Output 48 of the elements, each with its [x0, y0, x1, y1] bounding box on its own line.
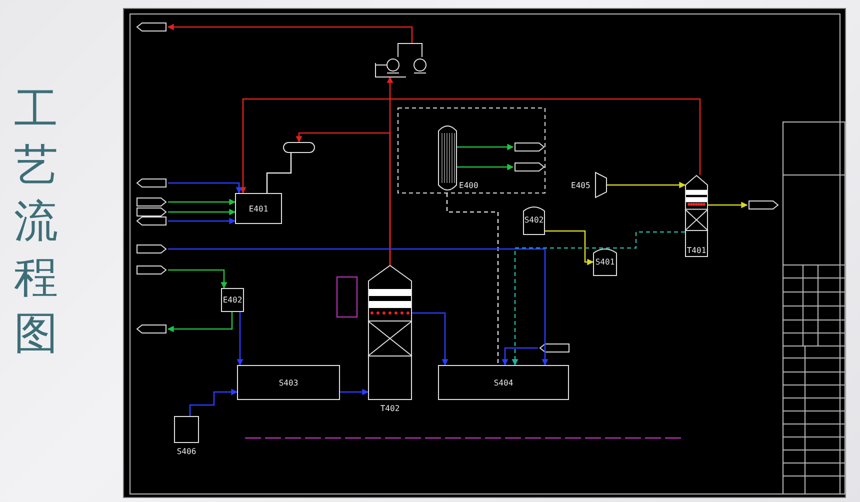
heat-exchanger [438, 123, 481, 193]
equipment-label: T402 [380, 404, 400, 413]
pipeline [236, 312, 244, 366]
pipeline [457, 164, 514, 170]
equipment-label: S404 [494, 378, 514, 387]
tank [438, 365, 569, 400]
pipeline [168, 248, 548, 366]
pipeline [708, 202, 748, 208]
pipeline [340, 388, 369, 396]
pipeline [266, 153, 292, 193]
pipeline [446, 193, 499, 365]
equipment-label: S403 [278, 378, 298, 387]
drum [283, 142, 315, 153]
tank [237, 365, 340, 400]
pipeline [296, 132, 391, 265]
equipment-label: S401 [595, 257, 615, 266]
pipeline [168, 182, 242, 194]
column [368, 265, 412, 414]
pipeline [457, 144, 514, 150]
equipment-label: T401 [686, 246, 706, 255]
column [685, 175, 708, 257]
vessel [523, 205, 545, 235]
equipment-label: E400 [459, 181, 478, 190]
pipeline [502, 347, 538, 366]
vessel [593, 247, 617, 276]
equipment-label: E405 [571, 181, 590, 190]
equipment-box [235, 193, 282, 224]
pipeline [168, 208, 236, 216]
pipeline [189, 388, 238, 416]
pipeline [240, 98, 701, 194]
plate-heat-exchanger [221, 288, 244, 312]
tank [174, 416, 199, 457]
equipment-label: E401 [248, 204, 268, 213]
equipment-label: S406 [176, 447, 196, 456]
pipeline [167, 312, 233, 332]
equipment-label: S402 [524, 216, 544, 224]
pipeline [412, 312, 448, 366]
pipeline [607, 182, 686, 188]
pipeline [512, 231, 685, 366]
pipeline [545, 230, 594, 266]
pipeline [167, 24, 413, 43]
pipeline [168, 198, 236, 206]
equipment-label: E402 [222, 296, 242, 304]
pipeline [168, 218, 236, 224]
title: 工艺流程图 [14, 83, 59, 361]
pump-drawing [375, 43, 428, 77]
fan [571, 172, 607, 198]
pipeline [168, 269, 228, 289]
